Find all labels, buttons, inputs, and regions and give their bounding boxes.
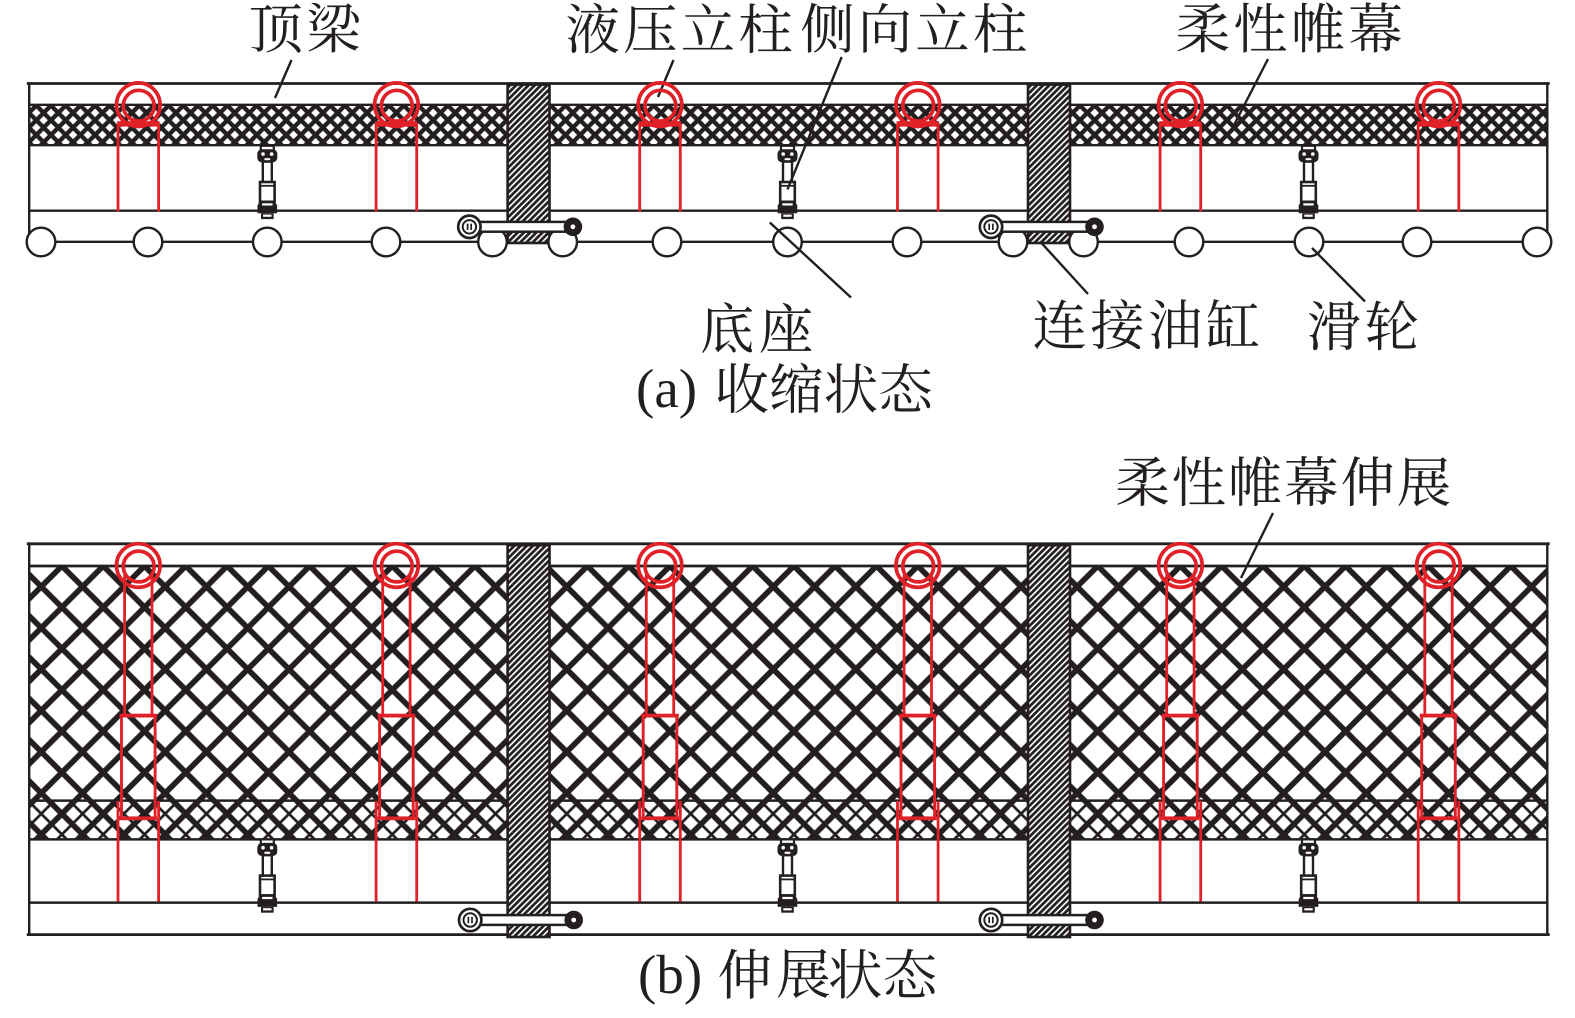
- svg-text:(a): (a): [636, 358, 697, 419]
- svg-text:(b): (b): [638, 944, 702, 1005]
